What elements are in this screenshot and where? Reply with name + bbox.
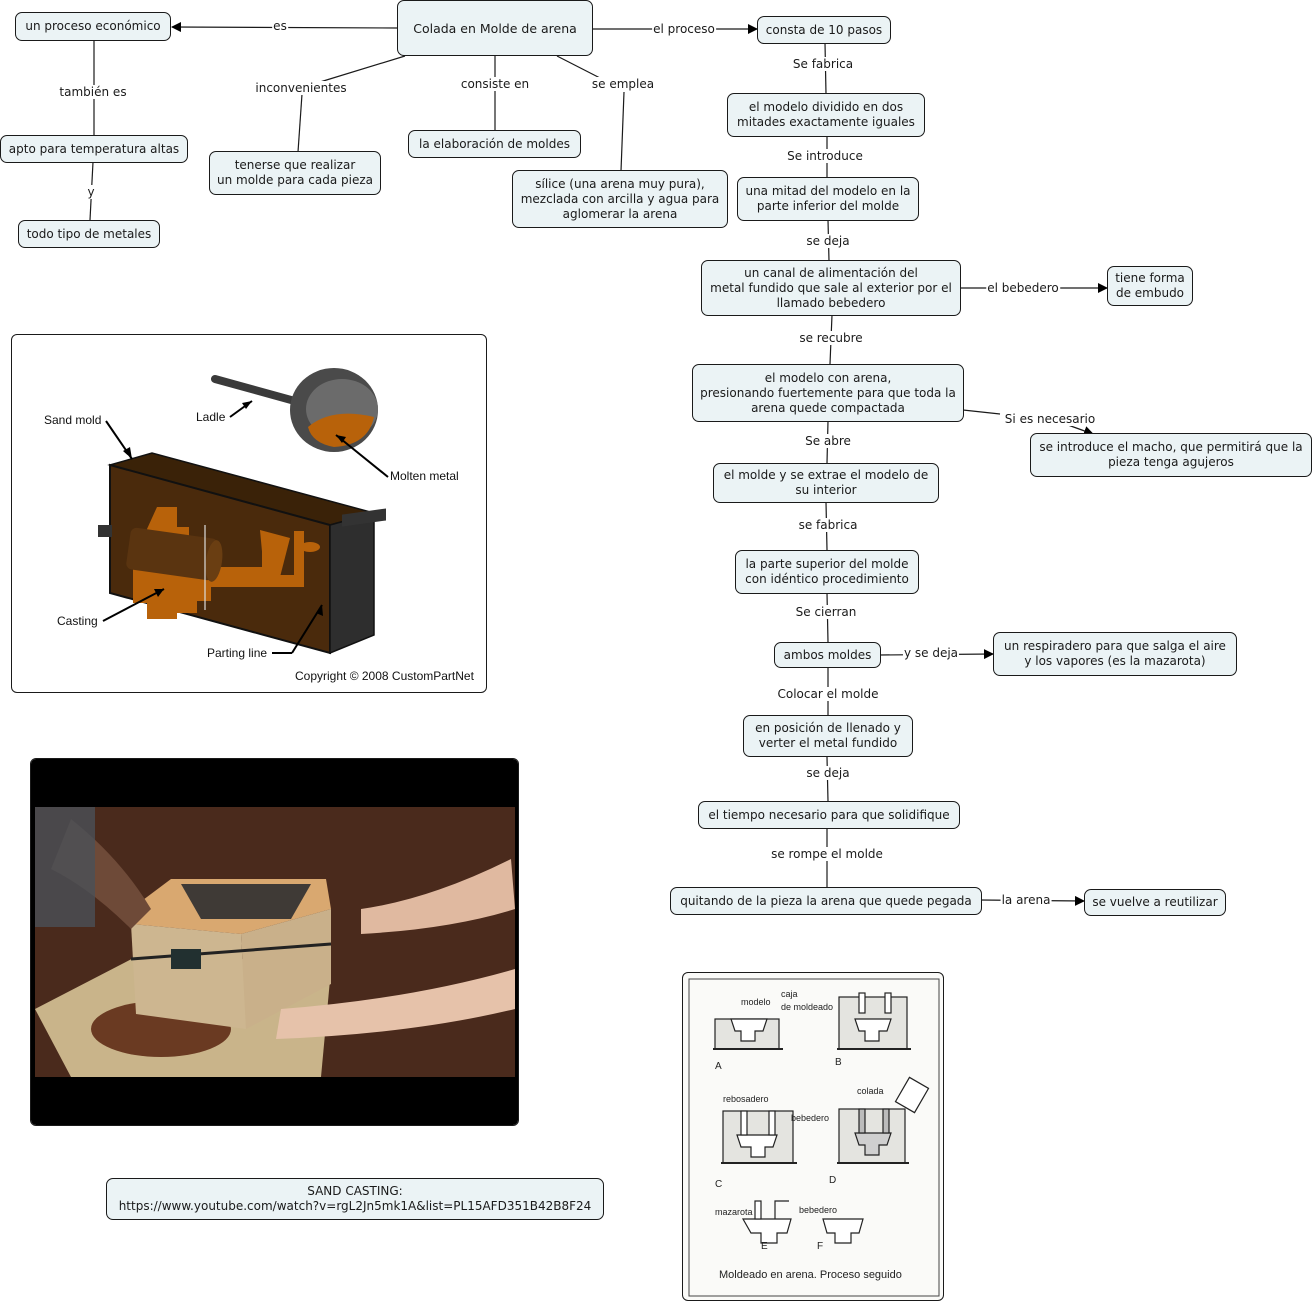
- link-label-se-recubre: se recubre: [798, 331, 864, 345]
- concept-modelo-con-arena[interactable]: el modelo con arena, presionando fuertem…: [692, 364, 964, 422]
- link-label-se-introduce: Se introduce: [786, 149, 864, 163]
- concept-posicion-llenado[interactable]: en posición de llenado y verter el metal…: [743, 715, 913, 757]
- link-label-se-fabrica-2: se fabrica: [797, 518, 859, 532]
- link-label-se-rompe: se rompe el molde: [770, 847, 884, 861]
- link-label-tambien-es: también es: [58, 85, 128, 99]
- concept-reutilizar[interactable]: se vuelve a reutilizar: [1084, 889, 1226, 916]
- concept-consta-10-pasos[interactable]: consta de 10 pasos: [757, 16, 891, 44]
- copyright-notice: Copyright © 2008 CustomPartNet: [295, 669, 474, 683]
- concept-todo-tipo-metales[interactable]: todo tipo de metales: [18, 220, 160, 248]
- concept-respiradero[interactable]: un respiradero para que salga el aire y …: [993, 632, 1237, 676]
- sketch-label-rebosadero: rebosadero: [723, 1094, 769, 1104]
- sketch-label-de-moldeado: de moldeado: [781, 1002, 834, 1012]
- link-label-y-se-deja: y se deja: [902, 646, 960, 660]
- link-label-se-deja-1: se deja: [805, 234, 851, 248]
- process-sketch-drawing: [688, 978, 940, 1297]
- link-necesario-a: [962, 409, 1001, 415]
- sketch-caption: Moldeado en arena. Proceso seguido: [719, 1269, 902, 1281]
- concept-tiempo-solidifique[interactable]: el tiempo necesario para que solidifique: [698, 801, 960, 829]
- label-ladle: Ladle: [196, 410, 226, 424]
- label-parting-line: Parting line: [207, 646, 268, 660]
- link-necesario-b: [1067, 424, 1094, 436]
- sketch-label-bebedero-c: bebedero: [791, 1113, 830, 1123]
- link-label-y: y: [86, 185, 96, 199]
- sketch-label-e: E: [761, 1241, 768, 1252]
- concept-mitad-modelo[interactable]: una mitad del modelo en la parte inferio…: [737, 177, 919, 221]
- concept-apto-temperatura[interactable]: apto para temperatura altas: [0, 135, 188, 163]
- label-molten-metal: Molten metal: [390, 469, 459, 483]
- link-label-se-fabrica-1: Se fabrica: [791, 57, 855, 71]
- concept-modelo-dividido[interactable]: el modelo dividido en dos mitades exacta…: [727, 93, 925, 137]
- video-frame: [31, 759, 518, 1125]
- link-label-se-cierran: Se cierran: [794, 605, 858, 619]
- link-label-el-proceso: el proceso: [652, 22, 716, 36]
- link-label-el-bebedero: el bebedero: [986, 281, 1060, 295]
- root-concept[interactable]: Colada en Molde de arena: [397, 0, 593, 56]
- sand-casting-illustration: Sand mold Ladle Molten metal Casting Par…: [11, 334, 487, 693]
- concept-canal-alimentacion[interactable]: un canal de alimentación del metal fundi…: [701, 260, 961, 316]
- concept-silice[interactable]: sílice (una arena muy pura), mezclada co…: [512, 170, 728, 228]
- concept-tenerse-que-realizar[interactable]: tenerse que realizar un molde para cada …: [209, 151, 381, 195]
- link-label-si-es-necesario: Si es necesario: [1003, 412, 1097, 426]
- link-emplea-a: [556, 55, 601, 79]
- label-casting: Casting: [57, 614, 98, 628]
- link-inconvenientes-a: [319, 55, 406, 83]
- link-label-se-emplea: se emplea: [590, 77, 656, 91]
- video-link-node[interactable]: SAND CASTING: https://www.youtube.com/wa…: [106, 1178, 604, 1220]
- sketch-label-f: F: [817, 1241, 824, 1252]
- sketch-label-d: D: [829, 1175, 837, 1186]
- concept-proceso-economico[interactable]: un proceso económico: [15, 12, 171, 41]
- concept-elaboracion-moldes[interactable]: la elaboración de moldes: [408, 130, 581, 158]
- concept-molde-extrae[interactable]: el molde y se extrae el modelo de su int…: [713, 463, 939, 503]
- sketch-label-mazarota: mazarota: [715, 1207, 753, 1217]
- link-label-inconvenientes: inconvenientes: [254, 81, 348, 95]
- sketch-label-a: A: [715, 1061, 722, 1072]
- link-label-se-abre: Se abre: [804, 434, 852, 448]
- concept-quitando-arena[interactable]: quitando de la pieza la arena que quede …: [670, 887, 982, 915]
- link-label-la-arena: la arena: [1000, 893, 1052, 907]
- sketch-label-bebedero-e: bebedero: [799, 1205, 838, 1215]
- link-label-es: es: [272, 19, 288, 33]
- concept-parte-superior[interactable]: la parte superior del molde con idéntico…: [735, 550, 919, 594]
- concept-macho[interactable]: se introduce el macho, que permitirá que…: [1030, 433, 1312, 477]
- video-thumbnail[interactable]: [30, 758, 519, 1126]
- sketch-label-caja: caja: [781, 989, 798, 999]
- link-label-consiste-en: consiste en: [459, 77, 531, 91]
- link-emplea-b: [620, 91, 625, 172]
- sketch-label-colada: colada: [857, 1086, 884, 1096]
- link-label-colocar-el-molde: Colocar el molde: [776, 687, 880, 701]
- concept-forma-embudo[interactable]: tiene forma de embudo: [1107, 266, 1193, 306]
- link-label-se-deja-2: se deja: [805, 766, 851, 780]
- link-inconvenientes-b: [297, 93, 303, 153]
- label-sand-mold: Sand mold: [44, 413, 102, 427]
- sketch-label-c: C: [715, 1179, 723, 1190]
- concept-ambos-moldes[interactable]: ambos moldes: [774, 642, 881, 668]
- molding-process-sketch: modelo caja de moldeado A B rebosadero b…: [682, 972, 944, 1301]
- sketch-label-b: B: [835, 1057, 842, 1068]
- sand-mold-drawing: [98, 368, 389, 655]
- sketch-label-modelo: modelo: [741, 997, 771, 1007]
